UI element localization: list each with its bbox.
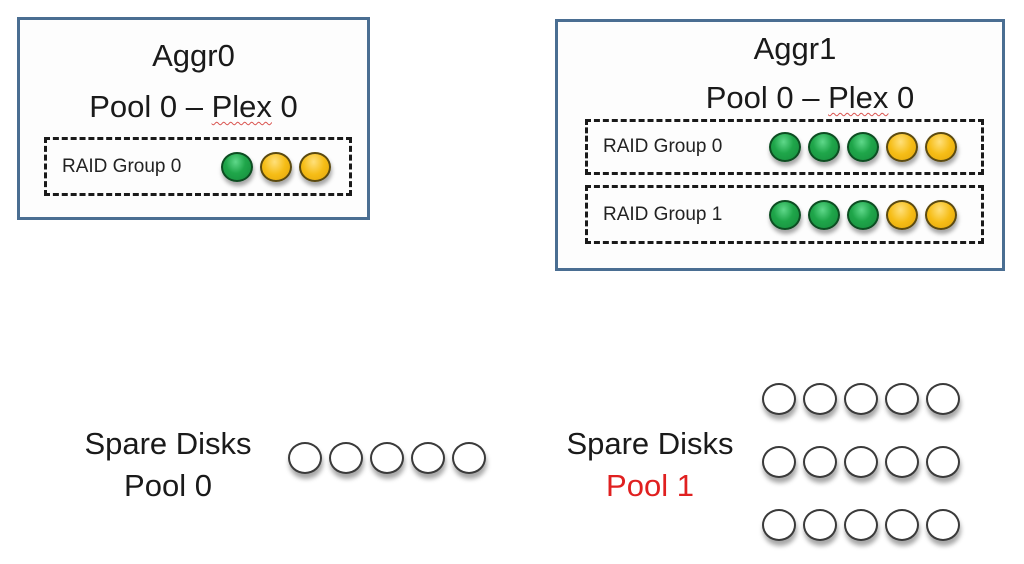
data-disk-icon (221, 151, 253, 182)
spare-pool-label: Spare Disks Pool 0 (70, 423, 266, 507)
aggregate-aggr1: Aggr1 Pool 0 – Plex 0 RAID Group 0 RAID … (555, 19, 1005, 271)
spare-disk-icon (762, 509, 796, 541)
spare-label-line1: Spare Disks (84, 426, 252, 461)
data-disk-icon (769, 132, 801, 162)
disk-row (769, 199, 957, 230)
spare-pool-label: Spare Disks Pool 1 (552, 423, 748, 507)
spare-disk-icon (288, 442, 322, 474)
spare-disk-row (288, 442, 486, 474)
plex-word: Plex (211, 89, 272, 124)
spare-disk-icon (803, 446, 837, 478)
plex-word: Plex (828, 80, 889, 115)
parity-disk-icon (260, 151, 292, 182)
aggregate-aggr0: Aggr0 Pool 0 – Plex 0 RAID Group 0 (17, 17, 370, 220)
raid-group: RAID Group 0 (44, 137, 352, 196)
data-disk-icon (769, 199, 801, 230)
spare-label-line1: Spare Disks (566, 426, 734, 461)
spare-disk-icon (762, 446, 796, 478)
raid-group-label: RAID Group 1 (603, 203, 723, 225)
data-disk-icon (847, 132, 879, 162)
pool-label: Pool 0 (89, 89, 178, 124)
spare-disk-icon (926, 509, 960, 541)
spare-disk-icon (411, 442, 445, 474)
parity-disk-icon (886, 132, 918, 162)
spare-label-pool: Pool 1 (606, 468, 694, 503)
data-disk-icon (808, 199, 840, 230)
raid-group-label: RAID Group 0 (62, 155, 182, 177)
spare-disk-icon (370, 442, 404, 474)
spare-disk-grid (762, 383, 960, 541)
spare-disk-row (762, 446, 960, 478)
spare-label-pool: Pool 0 (124, 468, 212, 503)
spare-disk-row (762, 383, 960, 415)
separator: – (802, 80, 820, 115)
raid-group-label: RAID Group 0 (603, 136, 723, 157)
spare-disk-icon (885, 446, 919, 478)
disk-row (221, 151, 331, 182)
spare-disk-icon (844, 509, 878, 541)
spare-disk-icon (452, 442, 486, 474)
spare-disk-grid (288, 442, 486, 474)
data-disk-icon (808, 132, 840, 162)
plex-number: 0 (897, 80, 915, 115)
spare-disk-icon (885, 509, 919, 541)
spare-disk-icon (926, 383, 960, 415)
spare-disk-icon (844, 383, 878, 415)
separator: – (185, 89, 203, 124)
spare-disk-icon (926, 446, 960, 478)
aggregate-pool-plex: Pool 0 – Plex 0 (20, 89, 367, 125)
parity-disk-icon (925, 199, 957, 230)
spare-disk-icon (329, 442, 363, 474)
spare-disk-icon (803, 383, 837, 415)
raid-group: RAID Group 1 (585, 185, 984, 244)
aggregate-title: Aggr1 (753, 31, 837, 66)
parity-disk-icon (925, 132, 957, 162)
disk-row (769, 132, 957, 162)
spare-disk-icon (844, 446, 878, 478)
data-disk-icon (847, 199, 879, 230)
parity-disk-icon (886, 199, 918, 230)
spare-disk-row (762, 509, 960, 541)
aggregate-pool-plex: Pool 0 – Plex 0 (618, 80, 1002, 116)
pool-label: Pool 0 (705, 80, 794, 115)
aggregate-title: Aggr0 (152, 38, 235, 73)
raid-group: RAID Group 0 (585, 119, 984, 175)
parity-disk-icon (299, 151, 331, 182)
spare-disk-icon (762, 383, 796, 415)
plex-number: 0 (280, 89, 298, 124)
spare-disk-icon (803, 509, 837, 541)
spare-disk-icon (885, 383, 919, 415)
